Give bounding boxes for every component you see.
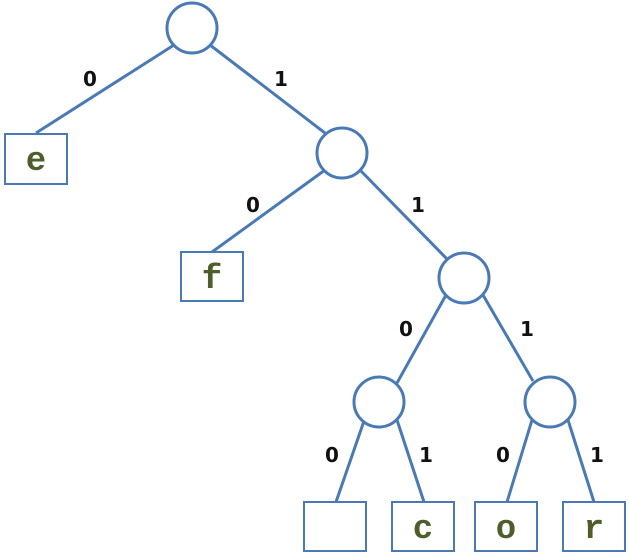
edge-label-n1-right: 1 [411, 193, 425, 217]
edge-label-root-left: 0 [83, 67, 97, 91]
edge-n4-r [566, 419, 596, 503]
internal-node-3 [352, 375, 406, 429]
edge-label-root-right: 1 [274, 67, 288, 91]
leaf-label-f: f [202, 261, 222, 299]
edge-label-n2-left: 0 [399, 317, 413, 341]
edge-root-n1 [209, 43, 326, 135]
edge-n2-n4 [481, 294, 535, 382]
leaf-box-e [4, 133, 68, 185]
edge-label-n4-right: 1 [590, 443, 604, 467]
leaf-box-r [562, 501, 626, 552]
leaf-label-c: c [413, 511, 433, 549]
edge-n1-n2 [358, 168, 449, 261]
edge-n4-o [505, 419, 534, 503]
edge-label-n3-left: 0 [325, 443, 339, 467]
internal-node-4 [523, 375, 577, 429]
edge-label-n2-right: 1 [520, 317, 534, 341]
leaf-label-o: o [496, 511, 516, 549]
internal-node-2 [437, 251, 491, 305]
edge-label-n1-left: 0 [246, 193, 260, 217]
leaf-label-r: r [584, 511, 604, 549]
leaf-box-f [180, 251, 244, 302]
leaf-box-c [391, 501, 455, 552]
edge-n3-empty [334, 420, 366, 503]
leaf-box-o [474, 501, 538, 552]
edge-label-n3-right: 1 [419, 443, 433, 467]
edge-n3-c [395, 419, 426, 503]
edge-label-n4-left: 0 [496, 443, 510, 467]
leaf-box-empty [303, 501, 367, 552]
edge-root-e [35, 43, 175, 135]
edge-n1-f [211, 168, 326, 254]
edge-n2-n3 [395, 294, 448, 384]
internal-node-1 [315, 126, 369, 180]
root-node [165, 1, 219, 55]
leaf-label-e: e [26, 143, 46, 181]
